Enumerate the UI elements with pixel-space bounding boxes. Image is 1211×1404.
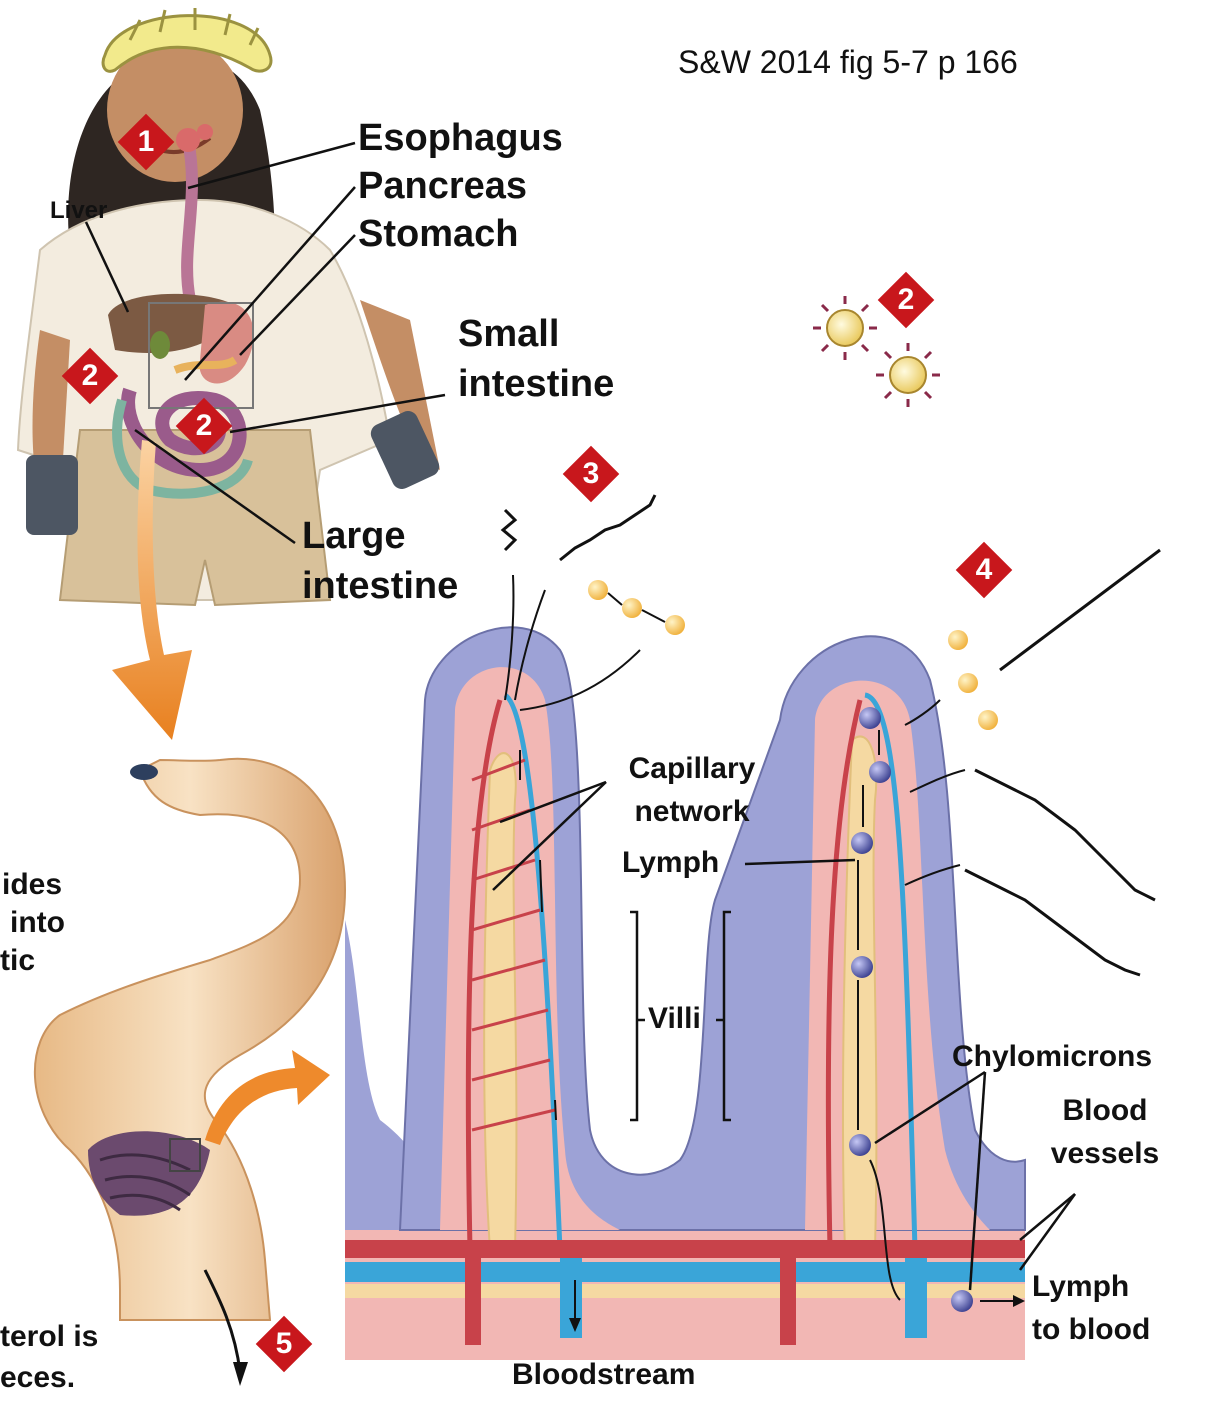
step-badge-4: 4 (958, 544, 1010, 596)
stomach-label: Stomach (358, 214, 518, 256)
liver-label: Liver (50, 198, 107, 224)
blood-vessels-label-line2: vessels (1030, 1137, 1180, 1170)
bloodstream-label: Bloodstream (512, 1358, 695, 1391)
lymph-to-blood-label-line2: to blood (1032, 1313, 1150, 1346)
cut-text-line4: terol is (0, 1320, 98, 1353)
citation: S&W 2014 fig 5-7 p 166 (678, 44, 1018, 81)
villi-drawing (345, 627, 1025, 1360)
large-intestine-label-line2: intestine (302, 566, 458, 608)
small-intestine-label-line1: Small (458, 314, 559, 356)
small-intestine-label-line2: intestine (458, 364, 614, 406)
cut-text-line1: ides (2, 868, 62, 901)
step-badge-2-intestine: 2 (178, 400, 230, 452)
cut-text-line2: into (10, 906, 65, 939)
cut-text-line3: tic (0, 944, 35, 977)
villi-label: Villi (648, 1002, 701, 1035)
lymph-to-blood-label-line1: Lymph (1032, 1270, 1129, 1303)
step-badge-2-micelles: 2 (880, 274, 932, 326)
blood-vessels-label-line1: Blood (1030, 1094, 1180, 1127)
step-badge-3: 3 (565, 448, 617, 500)
pancreas-label: Pancreas (358, 166, 527, 208)
lymph-label: Lymph (622, 846, 719, 879)
cut-text-line5: eces. (0, 1361, 75, 1394)
capillary-network-label-line1: Capillary (612, 752, 772, 785)
esophagus-label: Esophagus (358, 118, 563, 160)
step-badge-5: 5 (258, 1318, 310, 1370)
chylomicrons-label: Chylomicrons (952, 1040, 1152, 1073)
step-badge-2-liver: 2 (64, 350, 116, 402)
gut-drawing (35, 759, 345, 1320)
capillary-network-label-line2: network (612, 795, 772, 828)
large-intestine-label-line1: Large (302, 516, 405, 558)
step-badge-1: 1 (120, 116, 172, 168)
